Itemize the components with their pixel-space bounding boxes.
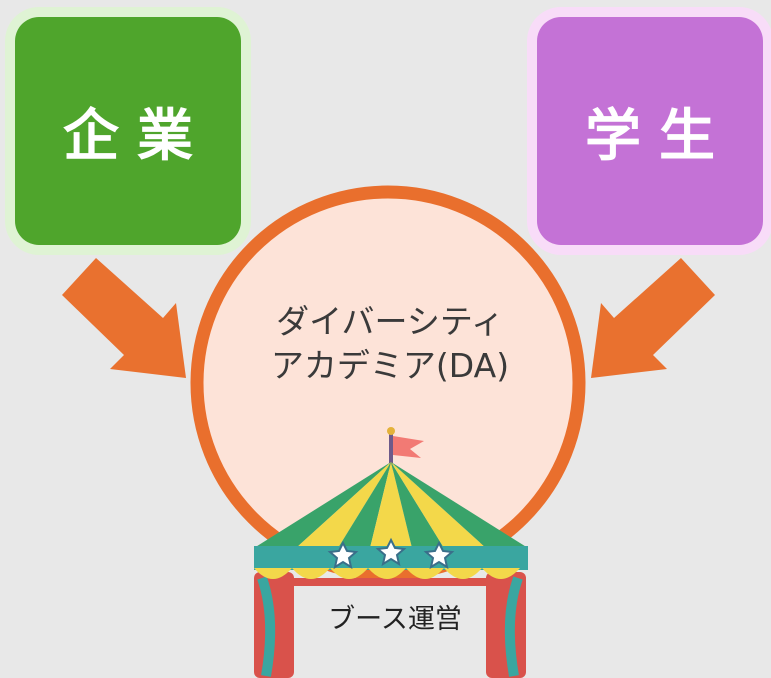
student-box: 学生	[537, 17, 763, 245]
booth-label: ブース運営	[328, 604, 462, 635]
company-box-halo: 企業	[5, 7, 251, 255]
company-label: 企業	[63, 103, 211, 169]
student-box-halo: 学生	[527, 7, 771, 255]
academy-title-line2: アカデミア(DA)	[270, 346, 510, 385]
academy-title-line1: ダイバーシティ	[276, 302, 504, 341]
academy-title: ダイバーシティ アカデミア(DA)	[225, 300, 555, 388]
student-label: 学生	[585, 103, 733, 169]
company-box: 企業	[15, 17, 241, 245]
right-arrow-icon	[591, 258, 715, 378]
booth-tent-icon	[254, 427, 528, 678]
left-arrow-icon	[62, 258, 186, 378]
